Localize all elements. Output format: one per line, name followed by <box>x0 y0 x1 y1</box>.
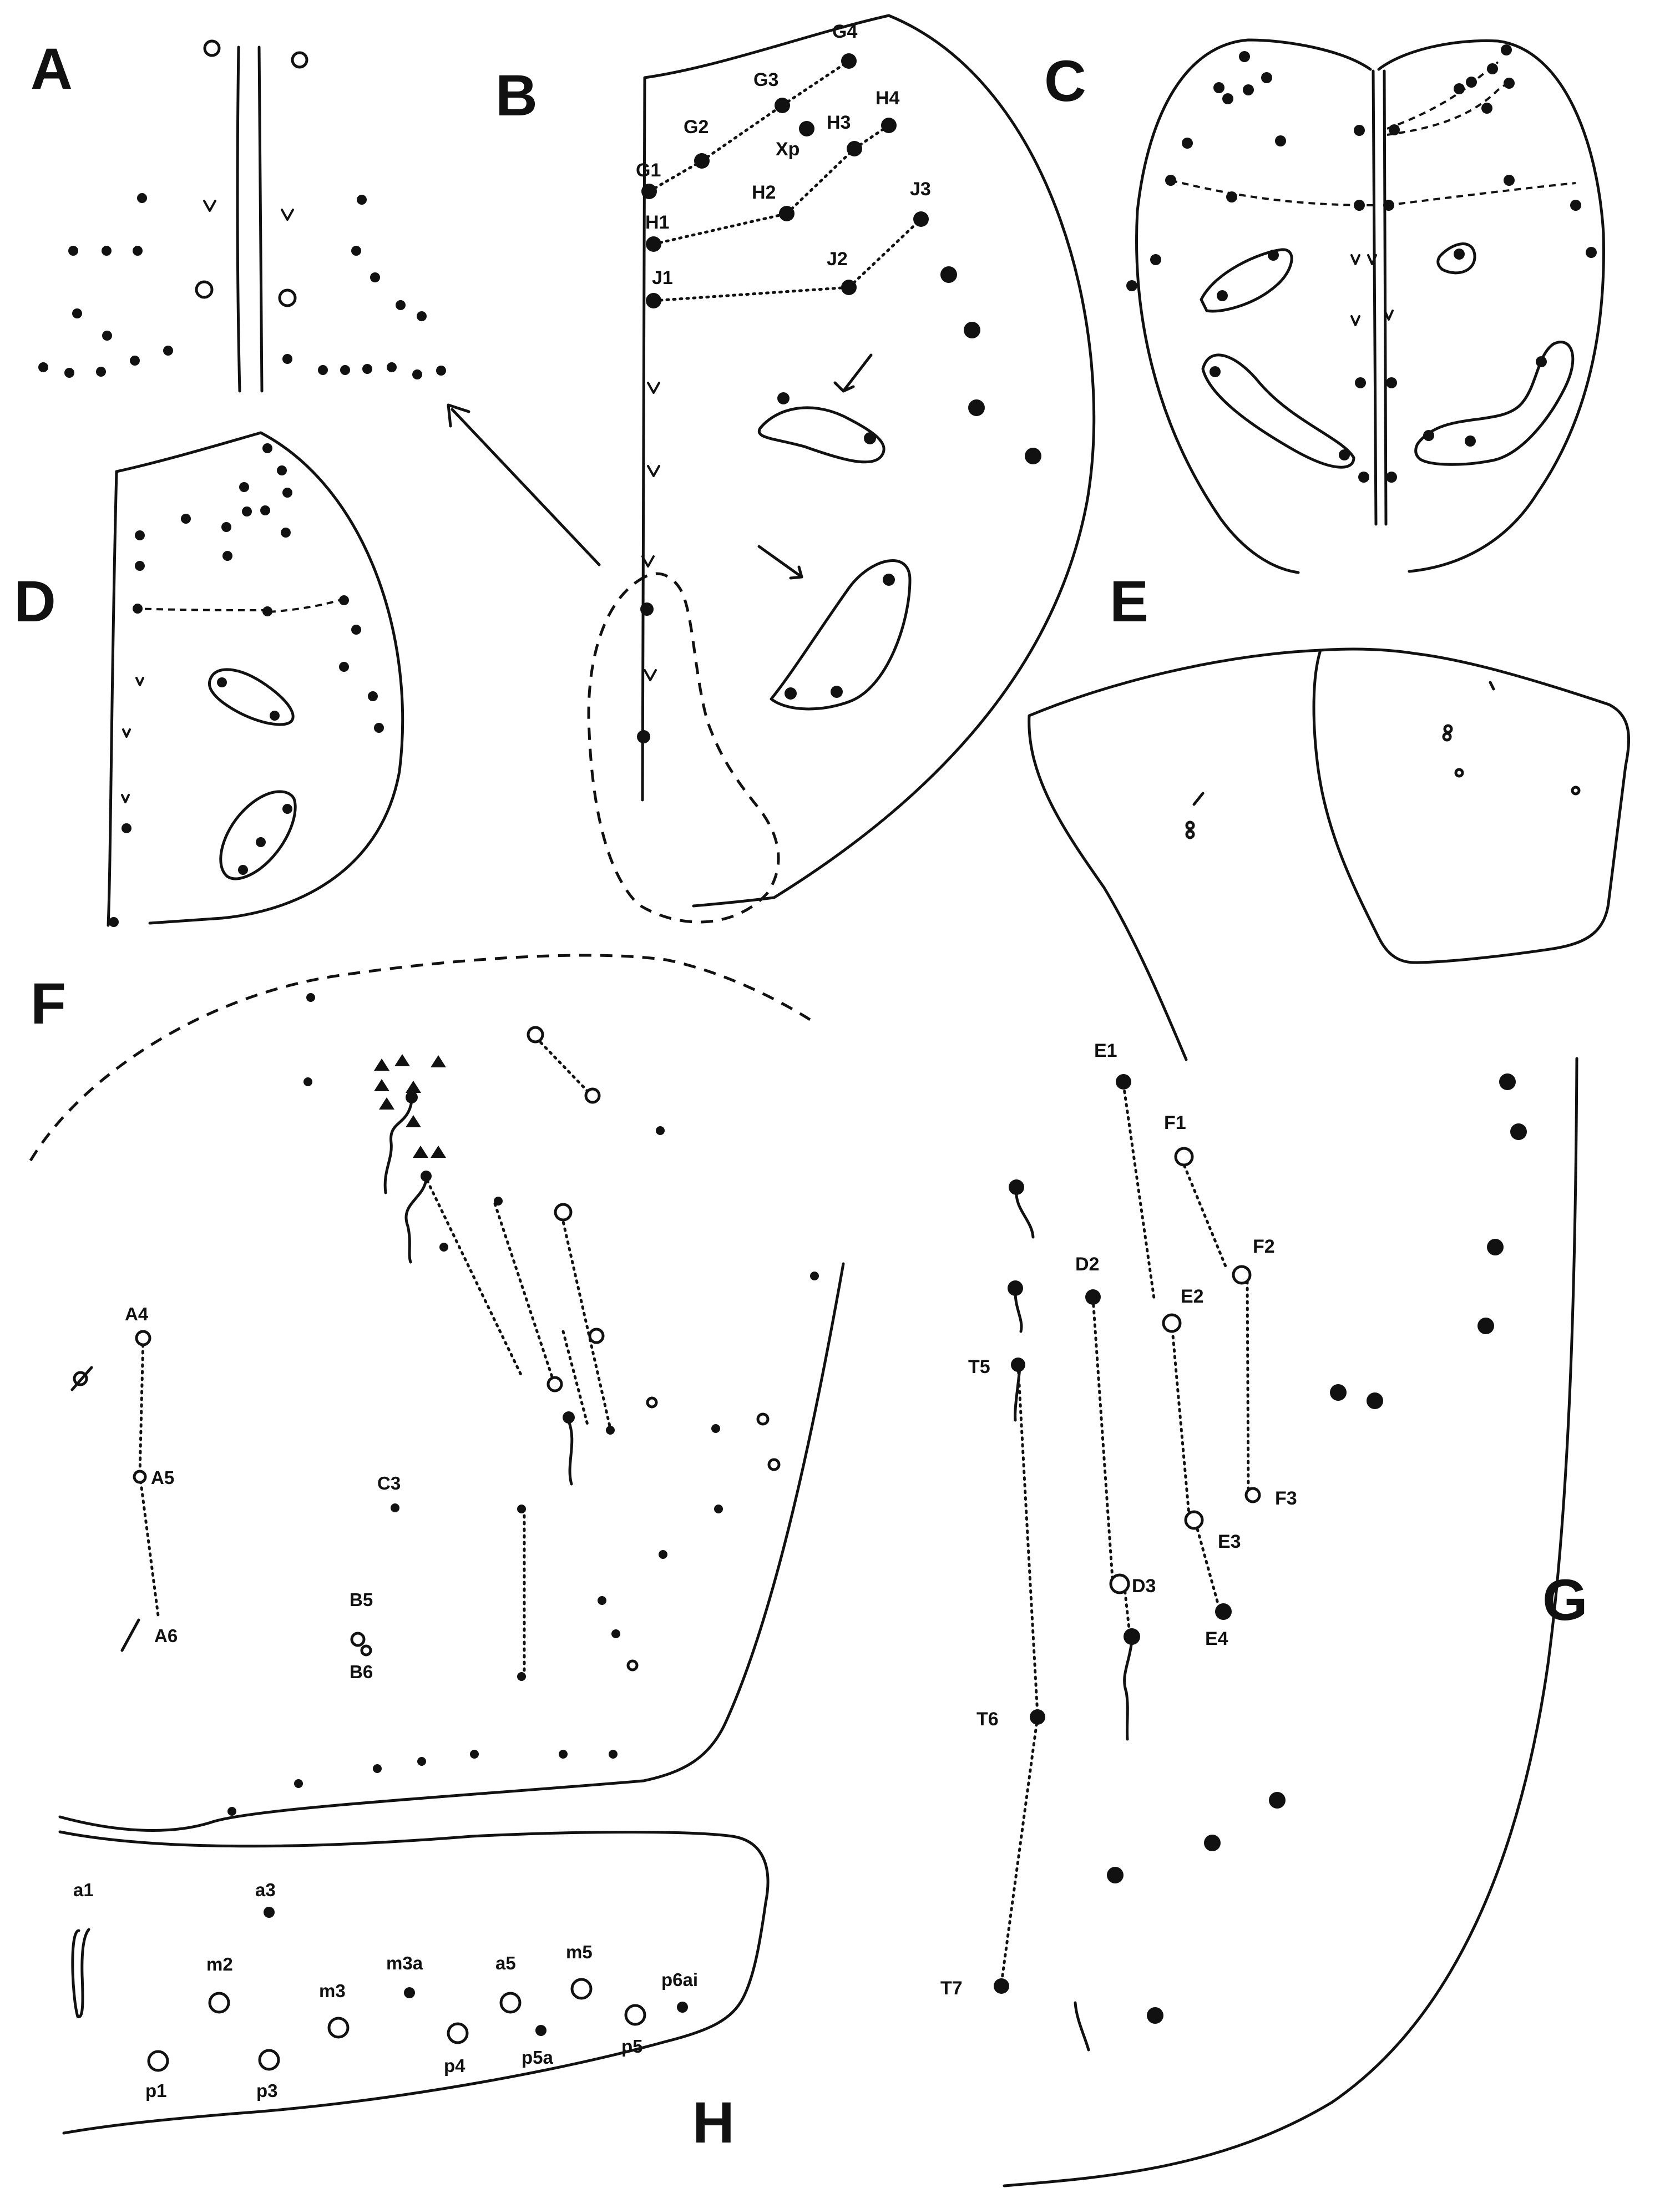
c-midline-right <box>1383 69 1388 526</box>
label-f2: F2 <box>1253 1236 1275 1257</box>
label-m2: m2 <box>206 1954 233 1974</box>
b-to-a-arrow <box>451 408 601 566</box>
label-h1: H1 <box>645 212 669 233</box>
c-left-eye-patch <box>1200 248 1293 313</box>
panel-letter-c: C <box>1044 49 1086 114</box>
panel-d: D <box>14 431 404 927</box>
label-p5: p5 <box>621 2036 643 2057</box>
panel-h: H a1 a3 m2 m3 m3a a5 m5 p6ai p1 p3 p4 p5… <box>58 1830 770 2155</box>
c-right-lower-patch <box>1414 341 1575 466</box>
label-xp: Xp <box>776 139 799 160</box>
b-upper-eye-patch <box>757 406 885 464</box>
e-left-outline <box>1028 649 1322 1061</box>
label-j2: J2 <box>827 249 848 270</box>
label-e2: E2 <box>1181 1286 1204 1307</box>
label-a1: a1 <box>73 1880 94 1900</box>
label-a6: A6 <box>154 1625 178 1646</box>
h-a1-seta <box>71 1928 90 2018</box>
label-p3: p3 <box>256 2080 278 2101</box>
d-outline <box>115 431 404 925</box>
label-m5: m5 <box>566 1942 593 1962</box>
label-f3: F3 <box>1275 1488 1297 1509</box>
panel-letter-b: B <box>495 63 538 128</box>
b-midline <box>641 76 646 802</box>
panel-letter-d: D <box>14 569 56 634</box>
midline-left <box>236 45 241 393</box>
label-c3: C3 <box>377 1473 401 1493</box>
label-p4: p4 <box>444 2055 465 2076</box>
label-m3a: m3a <box>386 1953 423 1973</box>
panel-e: E <box>1028 569 1631 1061</box>
label-p1: p1 <box>145 2080 167 2101</box>
panel-letter-f: F <box>31 971 66 1036</box>
label-b5: B5 <box>350 1589 373 1610</box>
label-m3: m3 <box>319 1981 346 2001</box>
label-g4: G4 <box>832 21 857 42</box>
label-h2: H2 <box>752 182 776 203</box>
d-midline <box>107 470 118 927</box>
c-outline-left <box>1135 38 1372 574</box>
label-e4: E4 <box>1205 1628 1228 1649</box>
label-h3: H3 <box>827 112 851 133</box>
label-t6: T6 <box>976 1709 999 1730</box>
panel-a: A <box>31 37 446 393</box>
d-lower-patch <box>219 790 297 880</box>
c-midline-left <box>1372 69 1378 526</box>
e-right-plate <box>1312 647 1631 964</box>
panel-letter-e: E <box>1110 569 1148 634</box>
b-arrow-upper <box>842 353 873 393</box>
label-g2: G2 <box>684 117 709 138</box>
label-b6: B6 <box>350 1662 373 1682</box>
label-f1: F1 <box>1164 1112 1186 1133</box>
label-j3: J3 <box>910 179 931 200</box>
label-e1: E1 <box>1094 1040 1117 1061</box>
label-a3: a3 <box>255 1880 276 1900</box>
b-lower-eye-patch <box>770 559 912 711</box>
d-upper-patch <box>208 668 295 726</box>
label-e3: E3 <box>1218 1531 1241 1552</box>
label-g3: G3 <box>753 69 778 90</box>
c-right-eye-patch <box>1436 242 1476 275</box>
f-dashed-outline <box>29 954 811 1162</box>
midline-right <box>257 45 264 393</box>
label-a5: a5 <box>495 1953 516 1973</box>
label-d2: D2 <box>1075 1254 1099 1275</box>
label-t7: T7 <box>940 1978 963 1999</box>
b-dashed-enlarged-area <box>587 572 780 924</box>
panel-letter-a: A <box>31 37 73 102</box>
panel-g: G E1 F1 F2 E2 D2 T5 F3 E3 D3 E4 T6 T7 <box>940 1040 1588 2187</box>
panel-c: C <box>1044 38 1605 574</box>
panel-letter-h: H <box>692 2090 735 2155</box>
label-g1: G1 <box>636 160 661 181</box>
h-outline <box>58 1830 770 2135</box>
label-j1: J1 <box>652 267 673 288</box>
panel-letter-g: G <box>1542 1568 1588 1633</box>
c-left-lower-patch <box>1201 353 1355 469</box>
b-outline <box>643 14 1096 908</box>
label-h4: H4 <box>876 88 900 109</box>
panel-f: F A4 A5 A6 C3 <box>29 954 845 1832</box>
g-outline <box>1003 1057 1578 2187</box>
label-p6ai: p6ai <box>661 1969 698 1990</box>
label-t5: T5 <box>968 1356 990 1377</box>
label-p5a: p5a <box>522 2047 554 2068</box>
b-arrow-lower <box>757 545 803 579</box>
label-a5: A5 <box>151 1467 174 1488</box>
panel-b: B G1 G2 G3 G4 Xp H1 H2 <box>447 14 1096 924</box>
label-d3: D3 <box>1132 1576 1156 1597</box>
c-outline-right <box>1377 39 1605 573</box>
label-a4: A4 <box>125 1304 149 1324</box>
f-outline <box>58 1262 845 1832</box>
